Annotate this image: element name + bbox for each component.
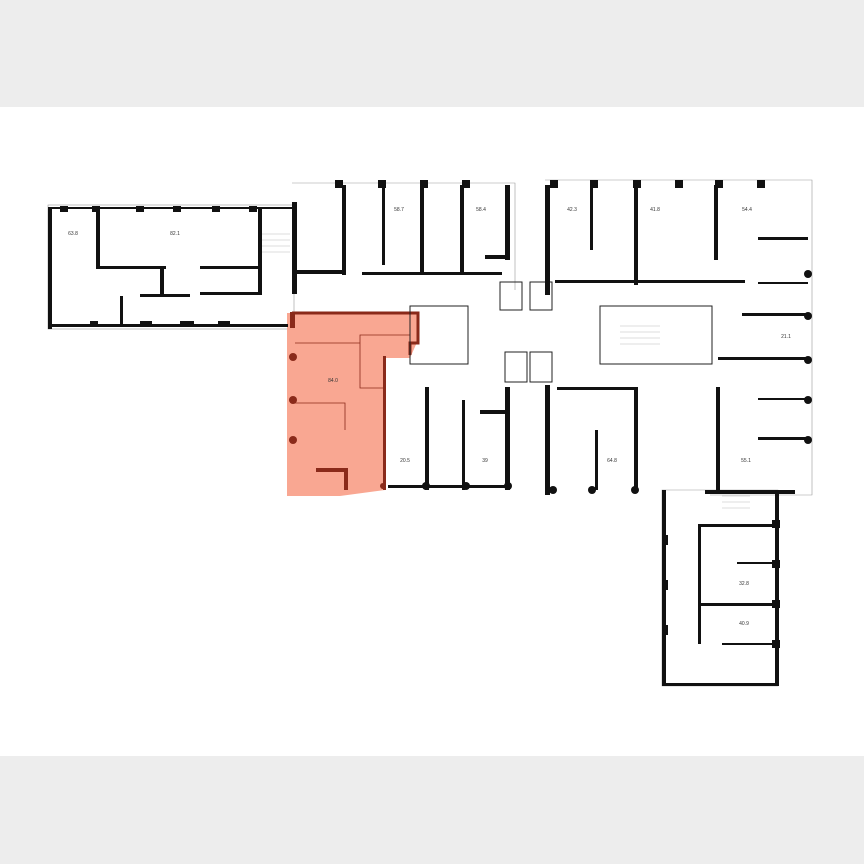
unit-area-label[interactable]: 58.4: [476, 207, 486, 213]
columns-south: [662, 520, 780, 648]
building-outline: [47, 179, 813, 687]
unit-area-label[interactable]: 55.1: [741, 458, 751, 464]
unit-area-label[interactable]: 54.4: [742, 207, 752, 213]
columns-left: [60, 206, 257, 327]
unit-area-label[interactable]: 42.3: [567, 207, 577, 213]
unit-area-label[interactable]: 39: [482, 458, 488, 464]
unit-area-label[interactable]: 41.8: [650, 207, 660, 213]
unit-area-label-selected[interactable]: 84.0: [328, 378, 338, 384]
unit-labels: 63.8 82.1 58.7 58.4 84.0 20.5 39 42.3 41…: [68, 207, 791, 627]
unit-selected[interactable]: [287, 311, 420, 496]
unit-area-label[interactable]: 63.8: [68, 231, 78, 237]
unit-area-label[interactable]: 32.8: [739, 581, 749, 587]
unit-area-label[interactable]: 21.1: [781, 334, 791, 340]
unit-area-label[interactable]: 82.1: [170, 231, 180, 237]
walls: [48, 180, 812, 686]
unit-area-label[interactable]: 40.9: [739, 621, 749, 627]
stairs: [262, 233, 750, 509]
unit-area-label[interactable]: 20.5: [400, 458, 410, 464]
unit-area-label[interactable]: 58.7: [394, 207, 404, 213]
columns-right: [335, 180, 812, 444]
unit-area-label[interactable]: 64.8: [607, 458, 617, 464]
